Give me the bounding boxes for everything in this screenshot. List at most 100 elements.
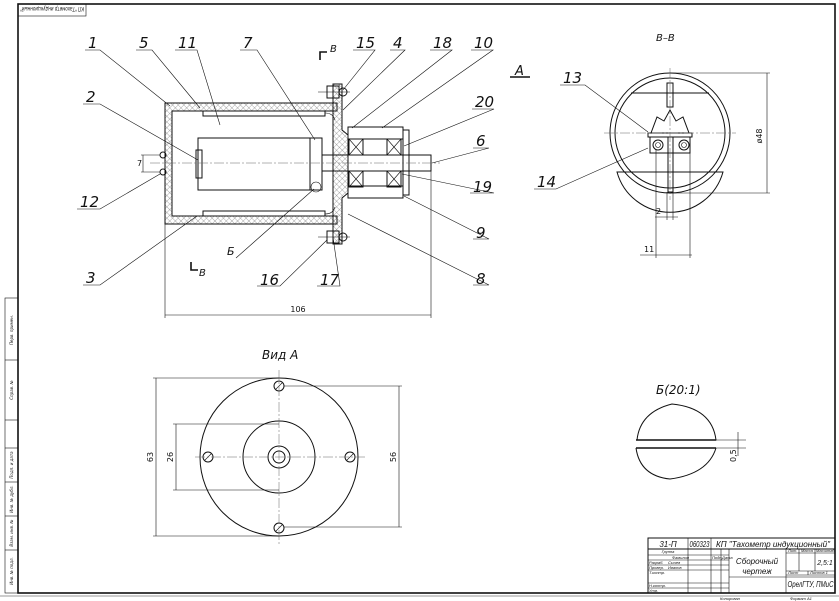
svg-text:4: 4	[393, 34, 403, 52]
label-16: 16	[257, 239, 328, 289]
svg-text:16: 16	[260, 271, 279, 289]
project-title: КП "Тахометр индукционный"	[716, 540, 831, 549]
label-6: 6	[431, 132, 490, 164]
scale-value: 2,5:1	[816, 560, 833, 567]
developer-name: Сычев	[668, 560, 680, 565]
svg-text:10: 10	[474, 34, 493, 52]
side-strip-text: Инв. № подл.	[9, 557, 14, 585]
stamp-text: КП "Тахометр индукционный"	[20, 5, 84, 12]
svg-text:11: 11	[178, 34, 197, 52]
title-block: 31-П 060323 КП "Тахометр индукционный" Г…	[647, 537, 836, 601]
dimension-26: 26	[166, 452, 175, 462]
bolt-bottom	[318, 230, 350, 244]
dimension-106: 106	[290, 305, 305, 314]
row-developer: Разраб.	[649, 560, 663, 565]
svg-text:17: 17	[320, 271, 340, 289]
doc-code: 060323	[690, 540, 710, 549]
organization: ОрелГТУ, ПМиС	[788, 580, 834, 589]
doc-type-2: чертеж	[742, 567, 772, 576]
side-strip-text: Перв. примен.	[9, 315, 14, 345]
label-18: 18	[351, 34, 453, 129]
stamp-top-left: КП "Тахометр индукционный"	[17, 3, 87, 17]
dimension-7: 7	[137, 159, 142, 168]
label-3: 3	[83, 215, 198, 287]
lit-label: Лит.	[787, 548, 797, 553]
detail-ref-b: Б	[227, 245, 235, 258]
dimension-gap: 0,5	[729, 449, 738, 462]
main-section-view: 106 7 В В А Б	[137, 44, 530, 318]
side-strip: Перв. примен. Справ. № Подп. и дата Инв.…	[4, 297, 19, 594]
dimension-2: 2	[656, 207, 661, 216]
svg-text:14: 14	[537, 173, 556, 191]
label-5: 5	[136, 34, 201, 109]
svg-text:18: 18	[433, 34, 452, 52]
view-a: Вид А 63 26 56	[146, 348, 402, 545]
row-approved: Утв.	[649, 588, 658, 593]
col-sign: Подп.	[712, 555, 723, 560]
label-14: 14	[534, 147, 649, 191]
svg-text:8: 8	[476, 270, 486, 288]
side-strip-text: Справ. №	[9, 380, 14, 399]
label-4: 4	[342, 34, 406, 111]
row-tcontrol: Т.контр.	[649, 570, 665, 575]
bolt-top	[318, 85, 350, 99]
col-group: Группа	[662, 549, 675, 554]
svg-text:6: 6	[476, 132, 486, 150]
side-strip-text: Инв. № дубл.	[9, 485, 14, 512]
part-labels: 1 5 11 7 15 4 18 10 20 6 19 9 8 17 16 3 …	[77, 34, 495, 289]
view-mark-a: А	[514, 64, 524, 79]
side-strip-text: Взам. инв. №	[9, 519, 14, 546]
dimension-diameter: ø48	[755, 128, 764, 143]
svg-text:9: 9	[476, 224, 486, 242]
svg-text:3: 3	[86, 269, 96, 287]
row-checker: Провер.	[649, 565, 664, 570]
svg-text:2: 2	[86, 88, 96, 106]
sheets-label: Листов 1	[809, 570, 828, 575]
dimension-11: 11	[644, 245, 654, 254]
label-11: 11	[175, 34, 221, 126]
label-17: 17	[317, 236, 341, 289]
svg-text:15: 15	[356, 34, 375, 52]
svg-text:13: 13	[563, 69, 582, 87]
label-2: 2	[83, 88, 199, 161]
bearing	[348, 138, 402, 188]
sheet-frame	[0, 3, 839, 597]
label-1: 1	[85, 34, 171, 107]
doc-type: Сборочный	[736, 557, 779, 566]
detail-b-title: Б(20:1)	[656, 383, 701, 397]
label-12: 12	[77, 173, 161, 211]
format-label: Формат А1	[790, 596, 812, 601]
copied-label: Копировал	[720, 596, 741, 601]
scale-label: Масштаб	[816, 548, 835, 553]
section-mark-top: В	[330, 44, 337, 55]
label-8: 8	[347, 213, 490, 288]
dimension-63: 63	[146, 452, 155, 462]
group-code: 31-П	[659, 540, 677, 549]
section-view-bb: В–В ø48 2 11 13 14	[534, 33, 770, 258]
label-15: 15	[342, 34, 376, 91]
checker-name: Иванов	[668, 565, 682, 570]
col-surname: Фамилия	[672, 555, 690, 560]
label-13: 13	[560, 69, 649, 133]
svg-text:12: 12	[80, 193, 99, 211]
side-strip-text: Подп. и дата	[9, 451, 14, 479]
row-ncontrol: Н.контр.	[649, 583, 666, 588]
label-19: 19	[401, 173, 495, 196]
svg-text:1: 1	[88, 34, 98, 52]
label-9: 9	[403, 195, 490, 242]
label-7: 7	[240, 34, 316, 141]
label-10: 10	[381, 34, 494, 129]
mass-label: Масса	[801, 548, 814, 553]
label-20: 20	[403, 93, 495, 147]
section-mark-bottom: В	[199, 268, 206, 279]
section-title: В–В	[656, 33, 675, 44]
sheet-label: Лист	[787, 570, 799, 575]
col-date: Дата	[721, 555, 733, 560]
view-a-title: Вид А	[262, 348, 298, 362]
svg-text:5: 5	[139, 34, 149, 52]
dimension-56: 56	[389, 452, 398, 462]
svg-text:7: 7	[243, 34, 253, 52]
svg-text:20: 20	[475, 93, 494, 111]
